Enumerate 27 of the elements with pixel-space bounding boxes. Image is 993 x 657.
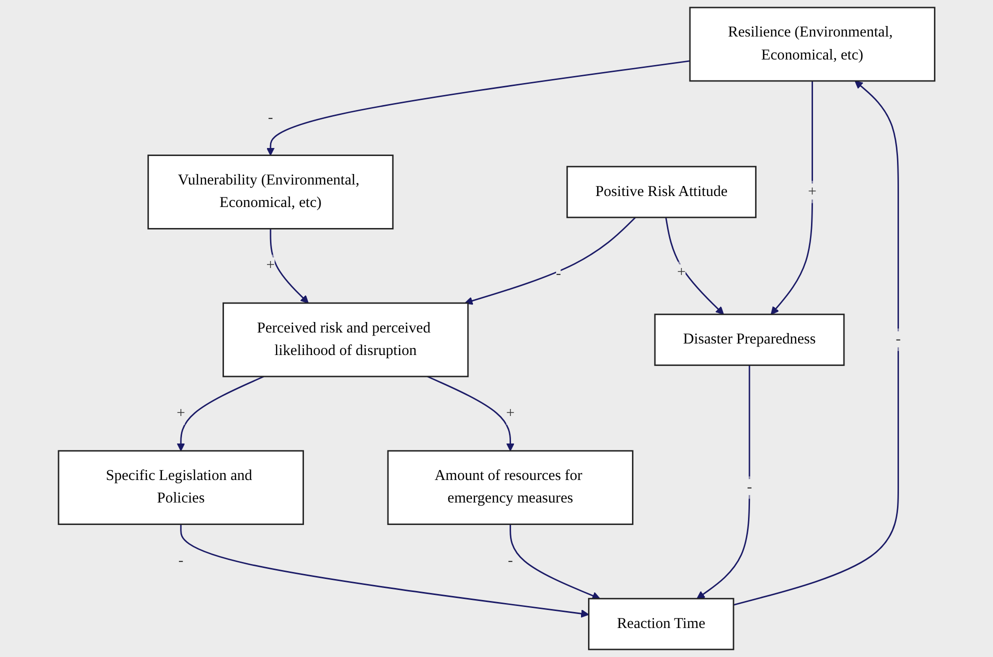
arrow xyxy=(770,80,813,315)
node-box: Vulnerability (Environmental, Economical, etc) xyxy=(147,154,394,230)
arrow xyxy=(510,524,600,600)
node-box: Reaction Time xyxy=(588,598,734,650)
node-box: Disaster Preparedness xyxy=(654,314,845,366)
edge-label: - xyxy=(178,552,184,569)
node-box: Perceived risk and perceived likelihood of disruption xyxy=(222,302,469,378)
node-box: Positive Risk Attitude xyxy=(566,166,756,218)
edge-label: - xyxy=(268,110,273,126)
edge-label: + xyxy=(266,257,275,274)
arrow xyxy=(464,216,636,305)
arrow xyxy=(733,80,899,606)
arrow xyxy=(696,365,750,599)
arrow xyxy=(180,524,590,618)
node-box: Resilience (Environmental, Economical, etc) xyxy=(689,6,936,82)
arrow xyxy=(270,228,309,304)
edge-label: + xyxy=(808,184,816,200)
arrow xyxy=(665,217,724,315)
edge-label: + xyxy=(677,264,686,280)
edge-label: - xyxy=(508,552,513,569)
edge-label: + xyxy=(506,405,514,422)
edge-label: + xyxy=(176,405,186,422)
edge-label: - xyxy=(896,331,901,348)
node-box: Specific Legislation and Policies xyxy=(58,450,304,525)
edge-label: - xyxy=(556,266,561,282)
node-box: Amount of resources for emergency measures xyxy=(387,450,634,525)
edge-label: - xyxy=(746,479,752,496)
